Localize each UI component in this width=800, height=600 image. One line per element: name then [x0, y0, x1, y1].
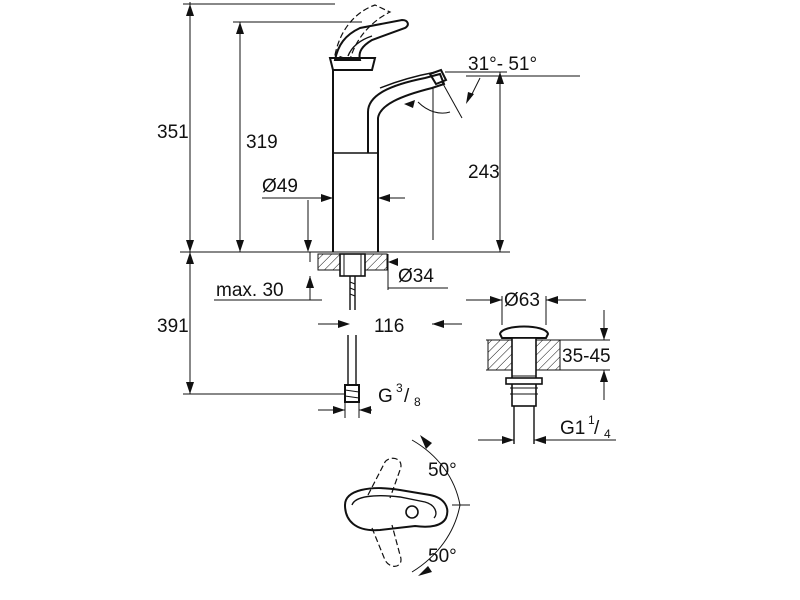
label-243: 243: [468, 162, 500, 183]
label-body-diameter: Ø49: [262, 176, 298, 197]
body-diameter-dim: [262, 194, 405, 252]
label-waste-diameter: Ø63: [504, 290, 540, 311]
label-max-thickness: max. 30: [216, 280, 284, 301]
reach-dim: [318, 320, 462, 328]
label-391: 391: [157, 316, 189, 337]
fraction-slash: /: [404, 386, 410, 407]
waste-fitting: [466, 296, 616, 444]
faucet-body: [328, 4, 448, 252]
label-waste-thread-prefix: G1: [560, 418, 585, 439]
spout-angle-marker: [404, 75, 580, 119]
label-waste-thread-den: 4: [604, 427, 611, 441]
counter-section: [317, 253, 388, 403]
connection-dim: [318, 402, 372, 418]
label-lever-angle-bottom: 50°: [428, 546, 457, 567]
label-waste-range: 35-45: [562, 346, 611, 367]
label-351: 351: [157, 122, 189, 143]
mount-dims: [214, 252, 448, 301]
label-spout-angle: 31°- 51°: [468, 54, 537, 75]
label-connection-prefix: G: [378, 386, 393, 407]
lever-top-view: [343, 435, 470, 576]
label-reach: 116: [374, 316, 404, 337]
label-lever-angle-top: 50°: [428, 460, 457, 481]
label-319: 319: [246, 132, 278, 153]
height-dimensions: [180, 2, 510, 395]
waste-fraction-slash: /: [594, 418, 600, 439]
label-connection-den: 8: [414, 395, 421, 409]
label-hole-diameter: Ø34: [398, 266, 434, 287]
label-waste-thread-num: 1: [588, 413, 595, 427]
label-connection-num: 3: [396, 381, 403, 395]
